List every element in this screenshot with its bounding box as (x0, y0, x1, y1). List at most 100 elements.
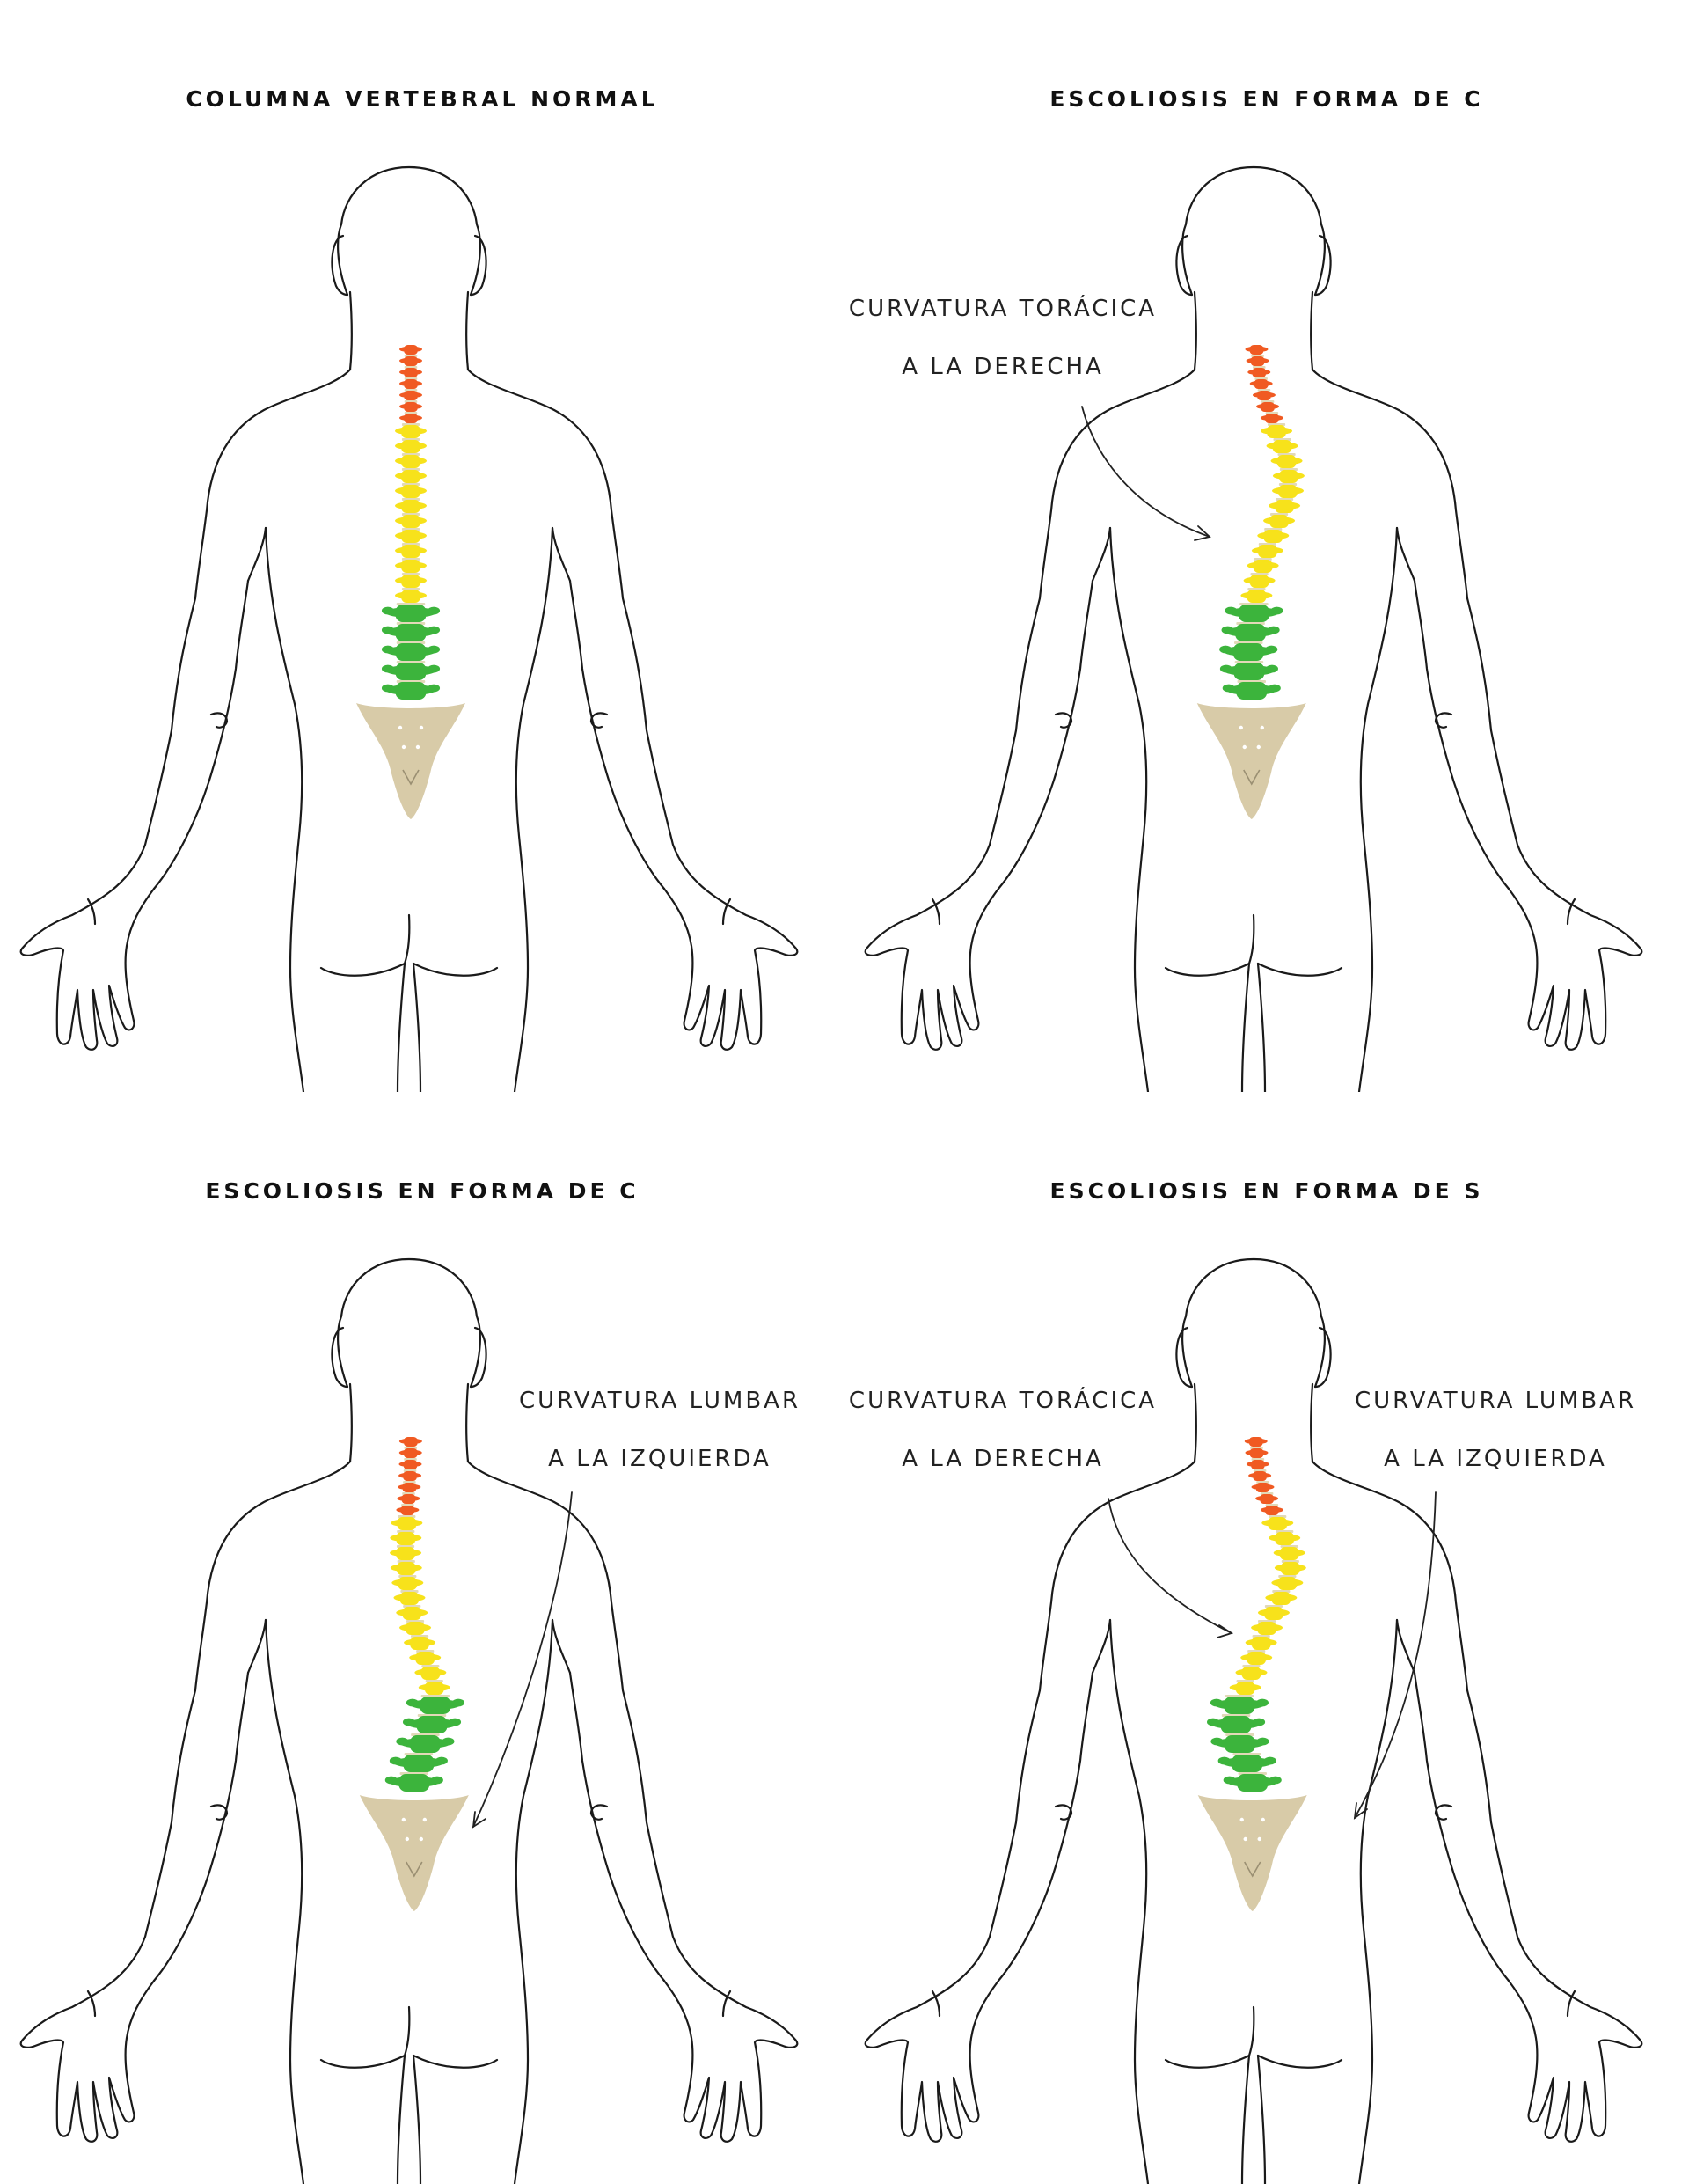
annotation-line: A LA IZQUIERDA (1384, 1446, 1607, 1472)
outline-stroke (513, 526, 554, 1092)
vertebra-process (1221, 1757, 1273, 1768)
vertebra-process (1225, 606, 1238, 615)
body-outline (19, 165, 799, 1092)
vertebra-process (381, 684, 394, 693)
vertebra-process (1273, 1549, 1305, 1557)
outline-stroke (19, 368, 352, 1051)
vertebra-process (409, 1699, 461, 1710)
vertebra-process (395, 531, 427, 540)
vertebra-process (1269, 1776, 1282, 1785)
outline-stroke (465, 1382, 470, 1463)
vertebra-process (1222, 684, 1235, 693)
vertebra-process (381, 645, 394, 654)
outline-stroke (1175, 234, 1194, 297)
outline-stroke (997, 579, 1094, 890)
arrow-line (472, 1491, 573, 1828)
outline-stroke (412, 2054, 499, 2069)
outline-stroke (246, 526, 267, 583)
outline-stroke (1240, 2054, 1251, 2184)
vertebra-process (396, 1737, 409, 1746)
vertebra-process (1228, 607, 1280, 618)
vertebra-process (399, 346, 422, 353)
sacrum-line (1244, 1861, 1261, 1878)
sacrum (1196, 703, 1306, 819)
vertebra-process (1266, 664, 1278, 673)
sacral-foramen (1260, 725, 1264, 730)
outline-stroke (337, 165, 481, 297)
annotation-line: CURVATURA TORÁCICA (848, 296, 1158, 322)
vertebra-process (414, 1668, 447, 1677)
annotation-lumbar-left: CURVATURA LUMBAR A LA IZQUIERDA (1320, 1372, 1671, 1488)
vertebra-process (395, 472, 427, 480)
vertebra-process (452, 1698, 464, 1707)
outline-stroke (997, 1671, 1094, 1982)
vertebra-process (1263, 1756, 1276, 1765)
vertebra-process (1260, 1506, 1283, 1513)
vertebra-process (399, 414, 422, 421)
vertebra-process (1219, 645, 1232, 654)
outline-stroke (1311, 368, 1643, 1051)
outline-stroke (721, 1990, 732, 2018)
vertebra-process (396, 1506, 420, 1513)
vertebra-process (1261, 1519, 1294, 1528)
vertebra-process (390, 1549, 422, 1557)
sacral-foramen (1239, 1817, 1244, 1822)
vertebra-process (1256, 403, 1280, 410)
panel-c-scoliosis-thoracic: ESCOLIOSIS EN FORMA DE C CURVATURA TORÁC… (844, 0, 1689, 1092)
vertebra-process (1219, 664, 1232, 673)
body-outline (864, 165, 1643, 1092)
vertebra-process (1210, 1719, 1262, 1729)
vertebra-process (395, 487, 427, 495)
outline-stroke (412, 962, 422, 1092)
vertebra-process (1252, 392, 1276, 399)
vertebra-process (1265, 645, 1278, 654)
vertebra-process (395, 502, 427, 510)
vertebra-process (1226, 1777, 1278, 1787)
sacrum-line (1243, 769, 1261, 786)
vertebra-process (381, 606, 394, 615)
vertebra-process (442, 1737, 455, 1746)
vertebra-process (397, 1495, 420, 1502)
outline-stroke (1256, 962, 1343, 977)
outline-stroke (469, 1326, 487, 1389)
vertebra-process (395, 427, 427, 436)
vertebra-process (389, 1756, 402, 1765)
vertebra-process (1245, 1449, 1269, 1456)
vertebra-process (1206, 1718, 1219, 1726)
vertebra-process (399, 1738, 451, 1748)
outline-stroke (1313, 234, 1332, 297)
annotation-line: CURVATURA TORÁCICA (848, 1388, 1158, 1414)
annotation-thoracic-right: CURVATURA TORÁCICA A LA DERECHA (809, 280, 1196, 396)
outline-stroke (1181, 165, 1326, 297)
vertebra-process (395, 457, 427, 465)
vertebra-process (1246, 1461, 1269, 1468)
body-outline (19, 1257, 799, 2184)
outline-stroke (86, 898, 97, 926)
vertebra-process (395, 591, 427, 600)
vertebra-process (1243, 576, 1276, 585)
annotation-line: CURVATURA LUMBAR (1354, 1388, 1637, 1414)
vertebra-process (1245, 1638, 1277, 1647)
vertebra-process (1246, 357, 1269, 364)
vertebra-process (1244, 1438, 1268, 1445)
sacral-foramen (1261, 1817, 1265, 1822)
panel-title: ESCOLIOSIS EN FORMA DE S (1049, 1178, 1484, 1204)
vertebra-process (399, 357, 422, 364)
outline-stroke (331, 1326, 349, 1389)
annotation-line: A LA IZQUIERDA (548, 1446, 771, 1472)
vertebra-process (428, 645, 441, 654)
vertebra-process (390, 1534, 422, 1543)
vertebra-process (1210, 1737, 1224, 1746)
outline-stroke (1357, 1618, 1399, 2184)
outline-stroke (1175, 1326, 1194, 1389)
vertebra-process (428, 626, 441, 634)
outline-stroke (466, 368, 799, 1051)
vertebra-process (391, 1519, 423, 1528)
outline-stroke (319, 913, 411, 977)
outline-stroke (209, 712, 229, 729)
vertebra-process (1221, 626, 1234, 634)
vertebra-process (393, 1594, 426, 1602)
vertebra-process (402, 1718, 415, 1726)
annotation-line: CURVATURA LUMBAR (518, 1388, 801, 1414)
vertebra-process (391, 1579, 424, 1587)
